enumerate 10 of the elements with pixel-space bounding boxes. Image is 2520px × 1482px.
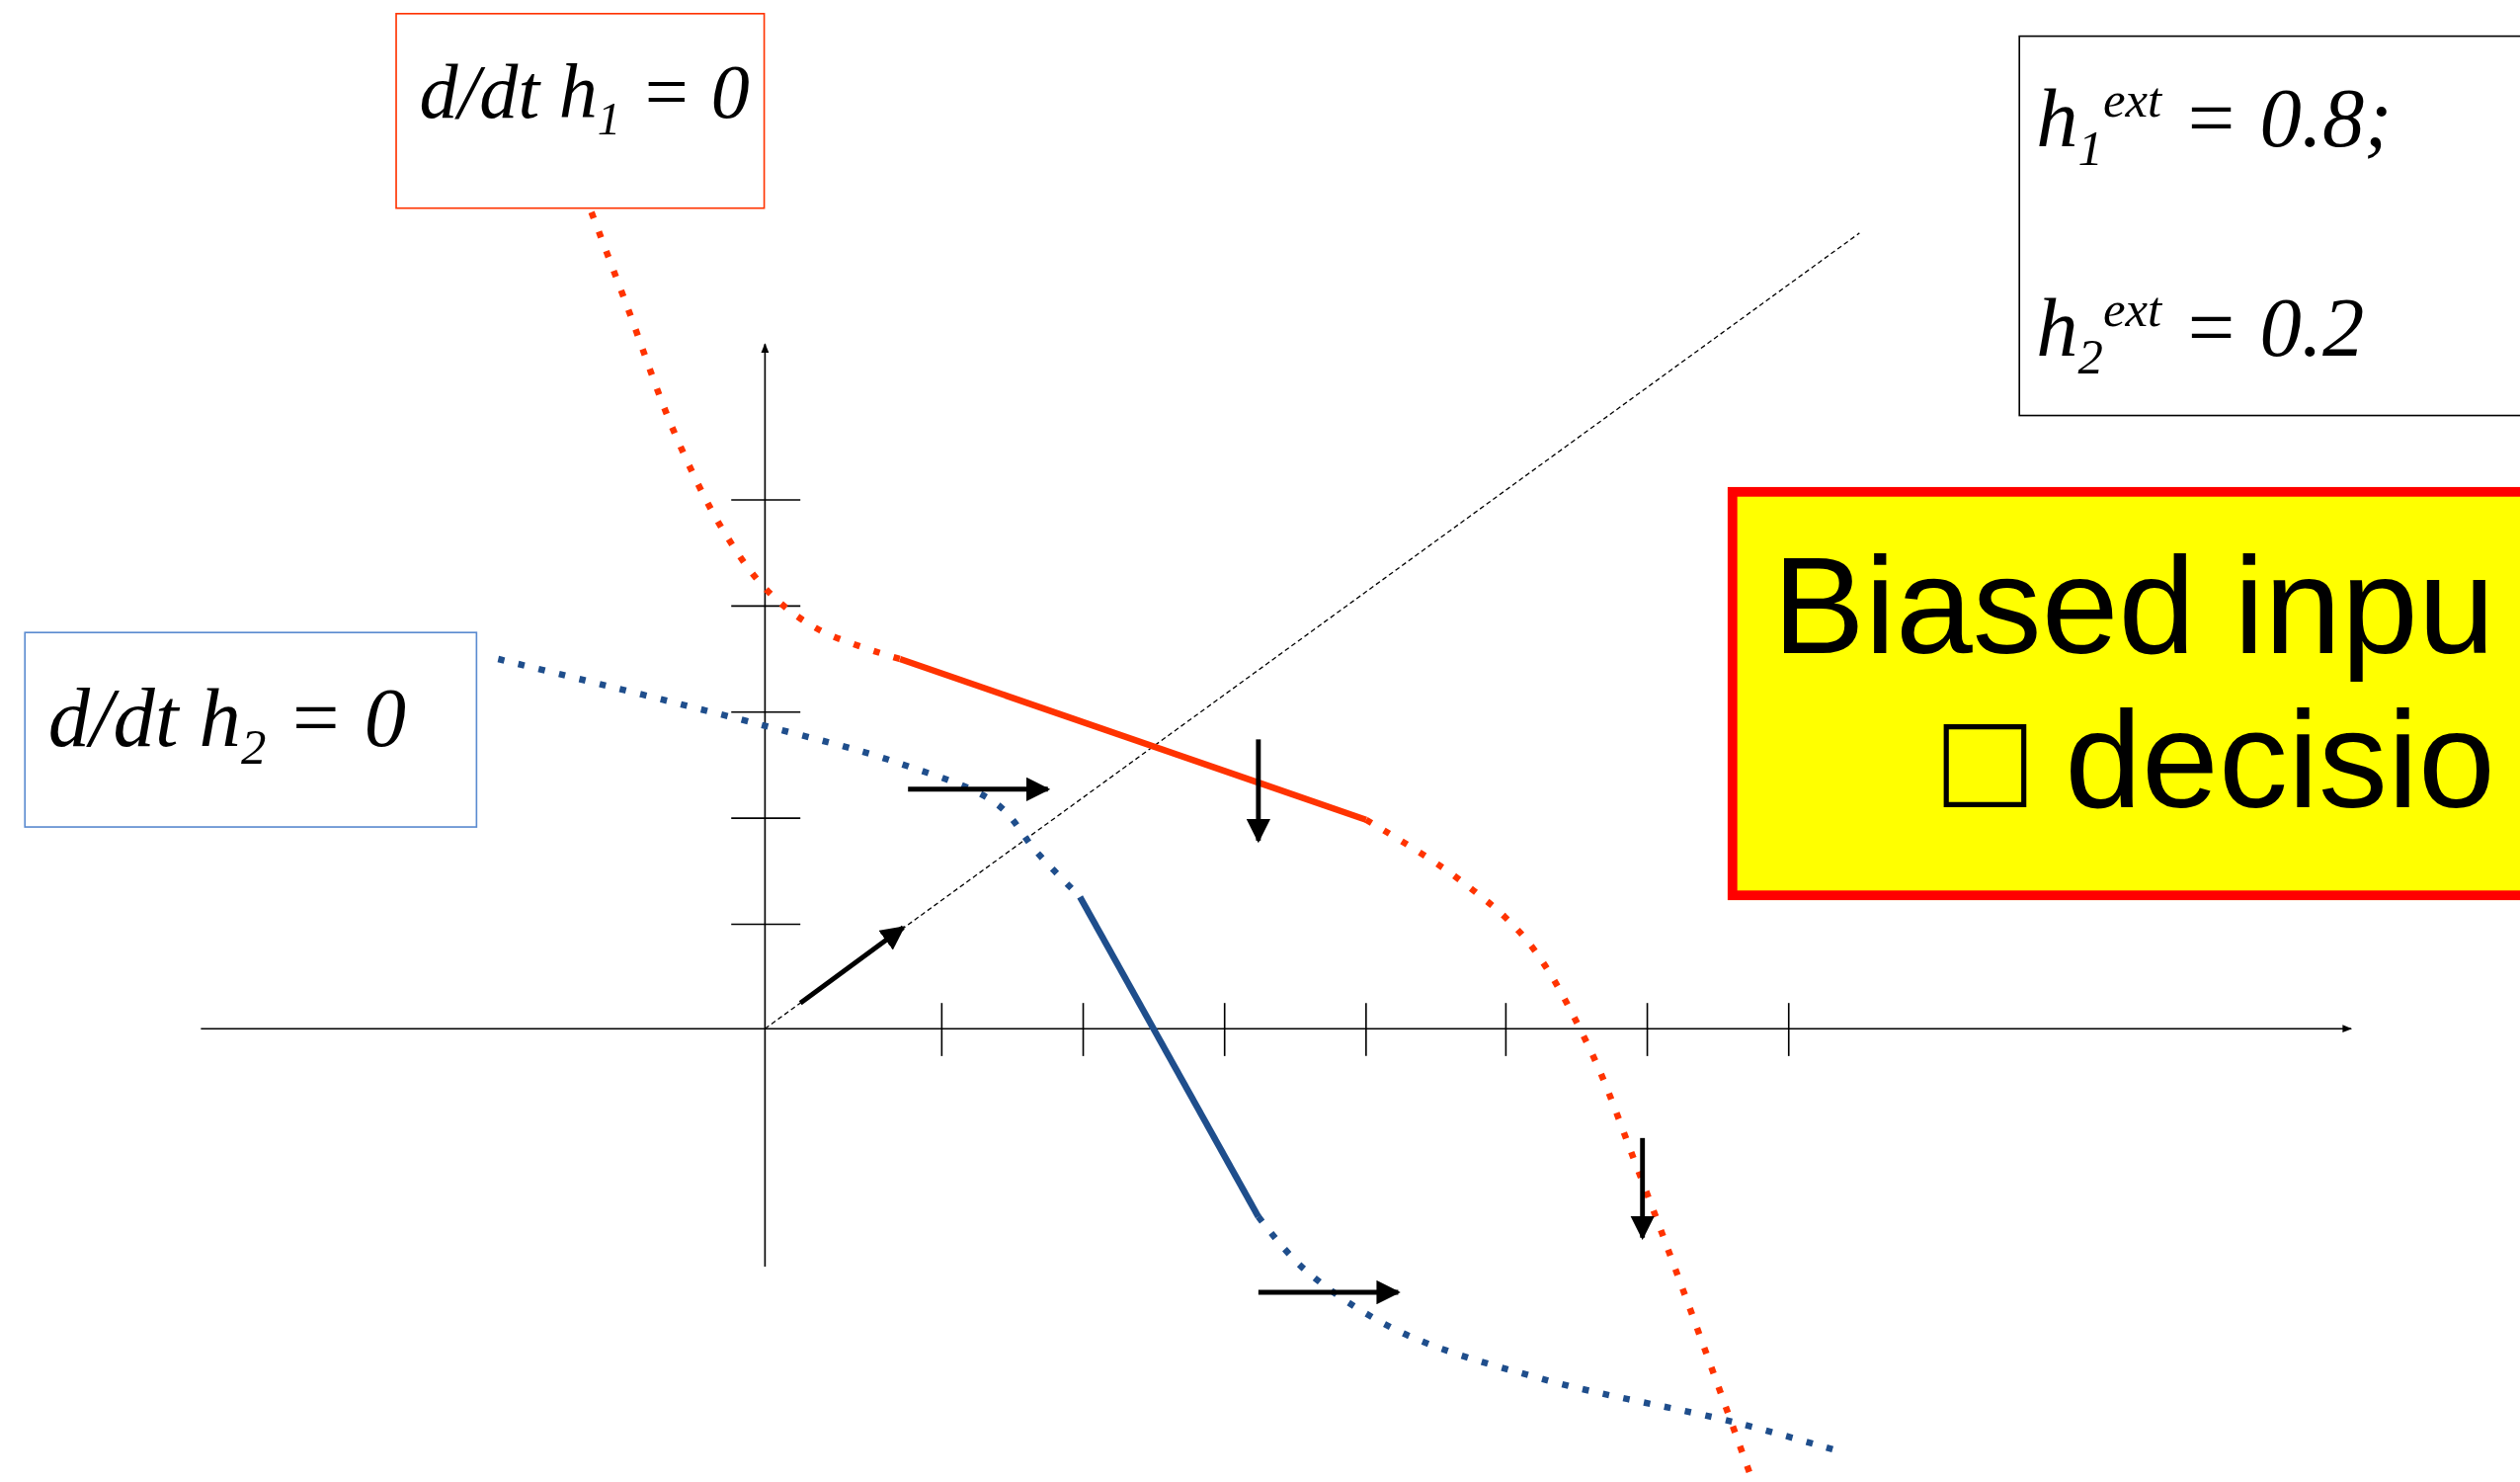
parameter-box [2018, 35, 2520, 417]
equation-text: d/dt h$_{1}$ = 0 [419, 49, 750, 145]
equation-text: h$_{2}$$^{ext}$ = 0.2 [2036, 281, 2365, 385]
note-text: □ decisio [1942, 683, 2495, 836]
equation-text: d/dt h$_{2}$ = 0 [47, 672, 406, 777]
equation-box [395, 13, 766, 209]
equation-text: h$_{1}$$^{ext}$ = 0.8; [2036, 72, 2393, 177]
note-box [1727, 486, 2520, 901]
equation-box [24, 631, 478, 828]
note-text: Biased inpu [1772, 529, 2495, 682]
